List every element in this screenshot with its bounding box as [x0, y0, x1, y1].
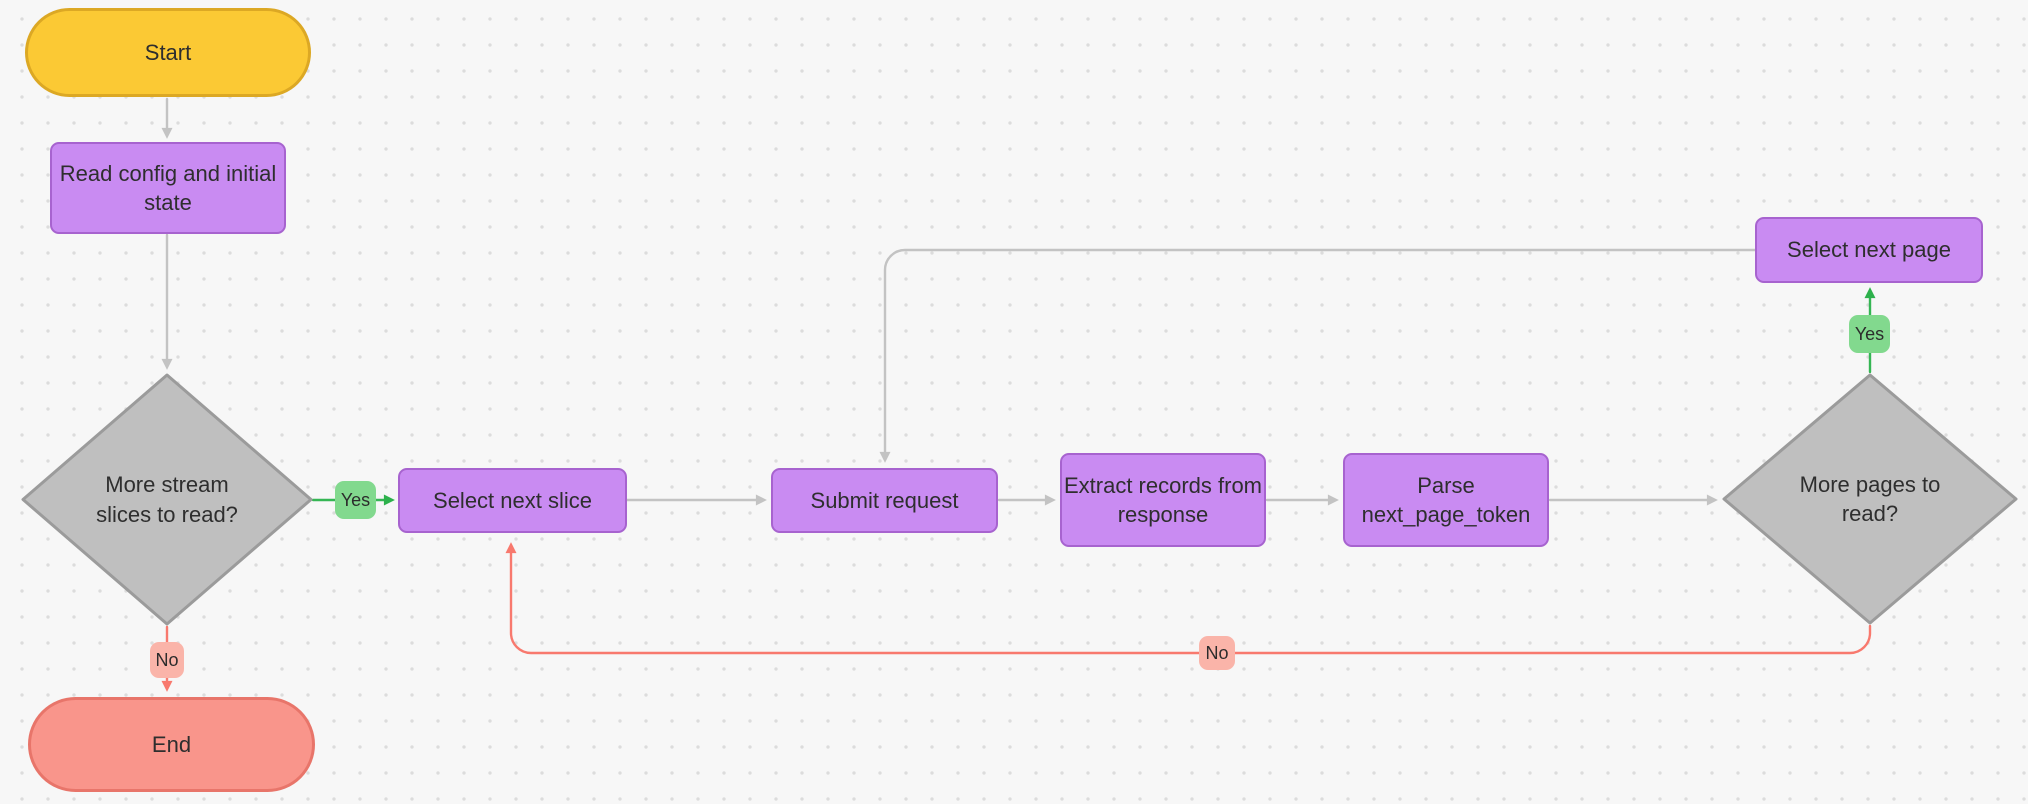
node-more-pages-decision[interactable]: More pages to read? [1722, 373, 2018, 625]
edge-more-pages-no-to-select-next-slice [505, 542, 1872, 655]
node-start-label: Start [144, 39, 192, 65]
edge-label-no-slices[interactable]: No [150, 642, 184, 678]
node-parse-token[interactable]: Parse next_page_token [1343, 453, 1549, 547]
diamond-shape [1722, 373, 2018, 625]
node-select-next-page-label: Select next page [1787, 237, 1951, 263]
node-more-slices-decision[interactable]: More stream slices to read? [21, 373, 313, 626]
node-more-pages-label: More pages to read? [1799, 471, 1941, 526]
diamond-shape [21, 373, 313, 626]
node-start[interactable]: Start [25, 8, 311, 97]
node-extract-records[interactable]: Extract records from response [1060, 453, 1266, 547]
node-end-label: End [151, 731, 192, 757]
node-end[interactable]: End [28, 697, 315, 792]
node-select-next-page[interactable]: Select next page [1755, 217, 1983, 283]
edge-label-yes-slices[interactable]: Yes [335, 481, 376, 519]
node-read-config[interactable]: Read config and initial state [50, 142, 286, 234]
node-extract-records-label: Extract records from response [1063, 472, 1263, 527]
edge-label-no-pages[interactable]: No [1199, 636, 1235, 670]
node-read-config-label: Read config and initial state [59, 160, 277, 215]
node-more-slices-label: More stream slices to read? [96, 472, 238, 527]
edge-select-next-page-to-submit-request [879, 248, 1757, 463]
node-submit-request[interactable]: Submit request [771, 468, 998, 533]
node-submit-request-label: Submit request [810, 487, 959, 513]
node-select-next-slice[interactable]: Select next slice [398, 468, 627, 533]
edge-label-yes-pages[interactable]: Yes [1849, 315, 1890, 353]
node-parse-token-label: Parse next_page_token [1361, 472, 1531, 527]
node-select-next-slice-label: Select next slice [433, 487, 592, 513]
